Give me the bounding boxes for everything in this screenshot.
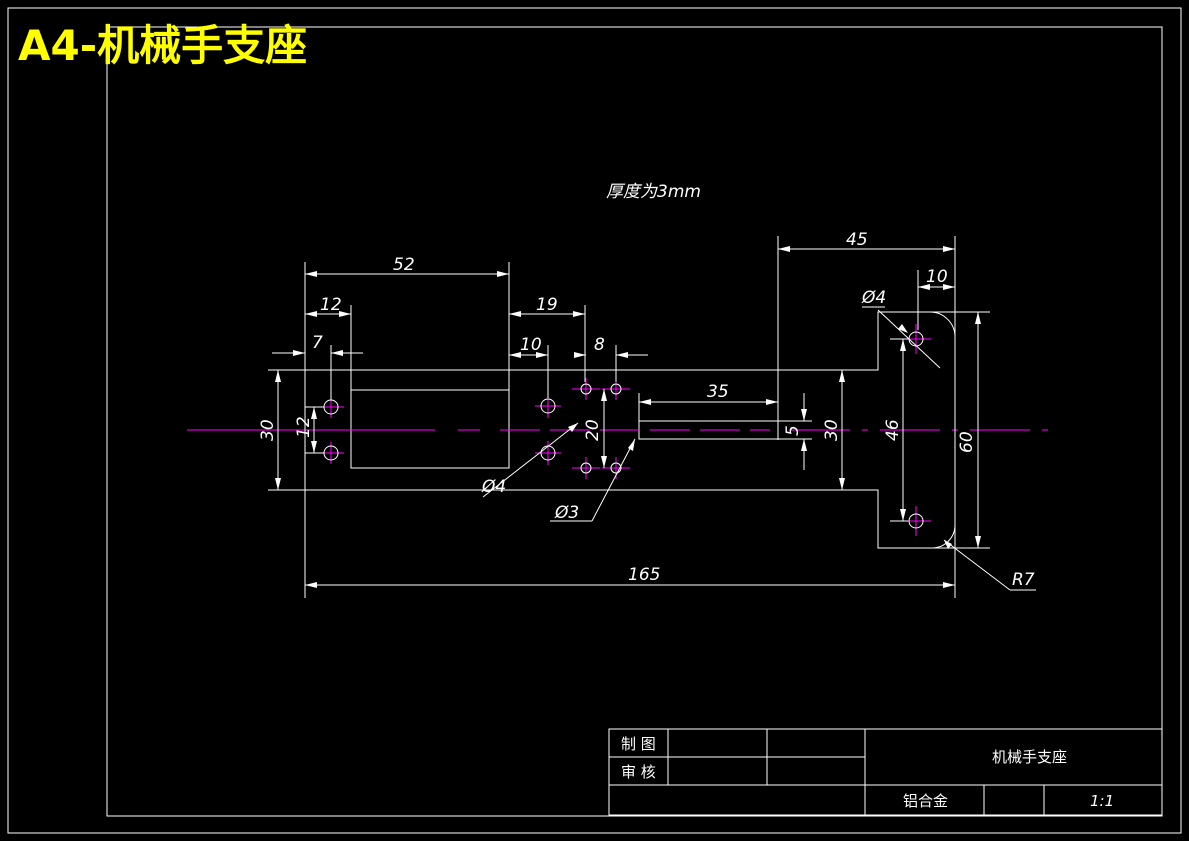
hole: [610, 383, 622, 395]
dim-52: 52: [393, 255, 415, 275]
dim-30-left: 30: [258, 419, 278, 441]
dim-35: 35: [707, 382, 729, 402]
title-block: [608, 728, 1163, 816]
dim-20: 20: [583, 419, 603, 441]
dim-12-left: 12: [294, 416, 314, 438]
material: 铝合金: [903, 792, 948, 810]
part-outline: [304, 236, 956, 549]
hole: [610, 462, 622, 474]
dim-165: 165: [628, 565, 660, 585]
dim-12-top: 12: [320, 295, 342, 315]
left-slot: [350, 370, 510, 469]
outer-border: [7, 7, 1182, 834]
hole: [908, 513, 924, 529]
sheet-title: A4-机械手支座: [18, 21, 307, 70]
inner-frame: [106, 26, 1163, 817]
hole: [580, 383, 592, 395]
dim-30-mid: 30: [822, 419, 842, 441]
dim-5: 5: [783, 425, 803, 436]
hole: [540, 398, 556, 414]
scale: 1:1: [1090, 792, 1114, 810]
part-name: 机械手支座: [992, 748, 1067, 766]
hole: [580, 462, 592, 474]
arrowheads: [275, 246, 981, 588]
dim-r7: R7: [1012, 570, 1035, 590]
dim-phi4-bottom: Ø4: [481, 477, 506, 497]
dim-phi3: Ø3: [554, 503, 579, 523]
drawn-by-label: 制 图: [621, 735, 656, 753]
thickness-note: 厚度为3mm: [606, 182, 701, 202]
dim-19: 19: [536, 295, 558, 315]
checked-by-label: 审 核: [621, 763, 656, 781]
dim-45: 45: [846, 230, 868, 250]
dim-7: 7: [312, 333, 323, 353]
dim-10-mid: 10: [520, 335, 542, 355]
dim-46: 46: [883, 419, 903, 441]
dim-8: 8: [594, 335, 605, 355]
dimension-lines: [268, 236, 1036, 598]
dim-phi4-top: Ø4: [861, 288, 886, 308]
dim-10-right: 10: [926, 267, 948, 287]
dim-60: 60: [957, 431, 977, 453]
